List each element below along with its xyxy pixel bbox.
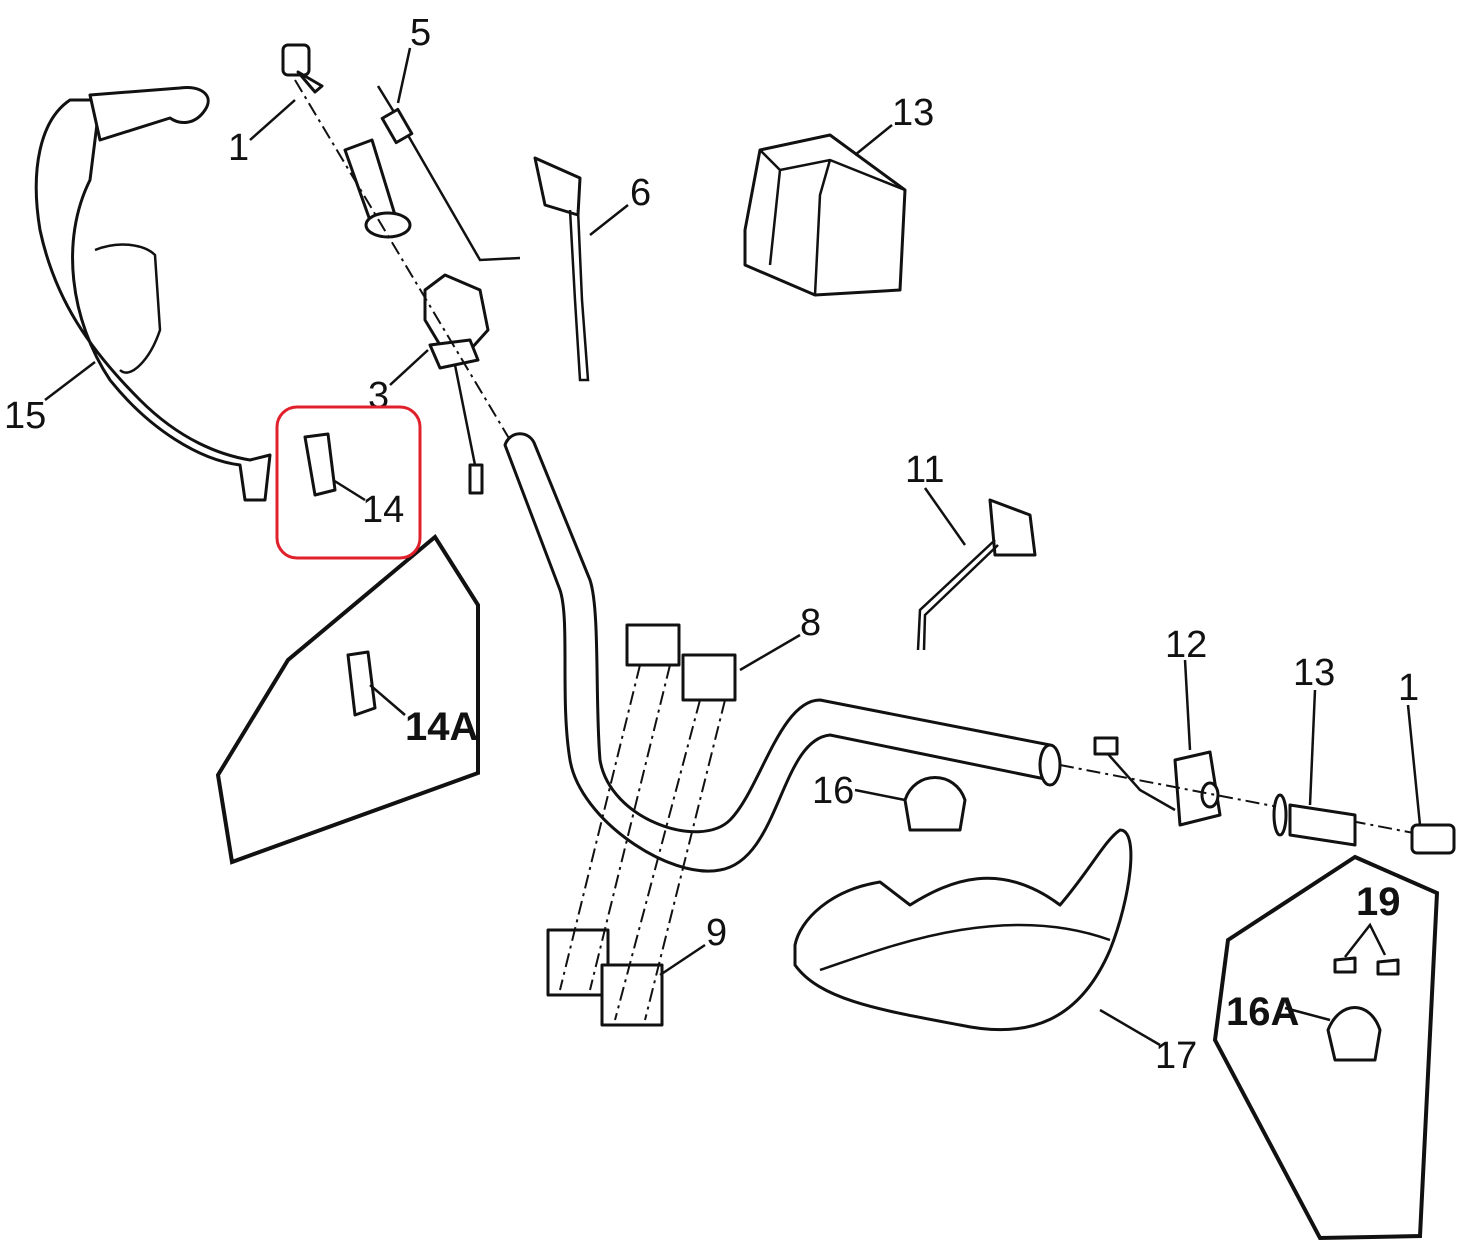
handlebar-part [503, 432, 1062, 873]
detail-panel-16a [1212, 854, 1440, 1241]
callout-6: 6 [630, 172, 651, 214]
callout-13-top: 13 [892, 92, 934, 134]
left-mirror-part [533, 156, 590, 382]
callout-14a: 14A [405, 705, 478, 749]
callout-5: 5 [410, 12, 431, 54]
clip-14a-part [346, 650, 377, 717]
callout-12: 12 [1165, 624, 1207, 666]
callout-9: 9 [706, 912, 727, 954]
bar-end-bolt-part [281, 43, 324, 94]
highlight-box-14 [275, 405, 422, 560]
lower-clamp-part [546, 928, 664, 1027]
bar-pad-cover-part [743, 133, 907, 297]
left-handguard-part [34, 85, 272, 502]
nuts-19-part [1333, 956, 1400, 976]
callout-8: 8 [800, 602, 821, 644]
callout-15: 15 [4, 395, 46, 437]
callout-1-left: 1 [228, 127, 249, 169]
left-switch-part [423, 273, 490, 495]
callout-3: 3 [368, 375, 389, 417]
callout-14: 14 [362, 489, 404, 531]
right-grip-part [1272, 793, 1456, 855]
callout-19: 19 [1356, 880, 1401, 924]
right-mirror-part [916, 498, 1037, 651]
clip-14-part [303, 432, 337, 497]
right-switch-part [1093, 736, 1222, 827]
callout-13-right: 13 [1293, 652, 1335, 694]
callout-1-right: 1 [1398, 667, 1419, 709]
left-grip-part [343, 138, 412, 239]
bracket-16a-part [1326, 1006, 1382, 1062]
callout-16: 16 [812, 770, 854, 812]
upper-clamp-part [625, 623, 737, 702]
throttle-cable-part [376, 85, 521, 262]
callout-11: 11 [905, 449, 944, 491]
detail-panel-14a [215, 533, 480, 865]
right-handguard-part [793, 828, 1133, 1032]
leader-lines [44, 47, 1422, 1047]
bracket-part [903, 776, 967, 832]
callout-16a: 16A [1226, 990, 1299, 1034]
callout-17: 17 [1155, 1035, 1197, 1077]
